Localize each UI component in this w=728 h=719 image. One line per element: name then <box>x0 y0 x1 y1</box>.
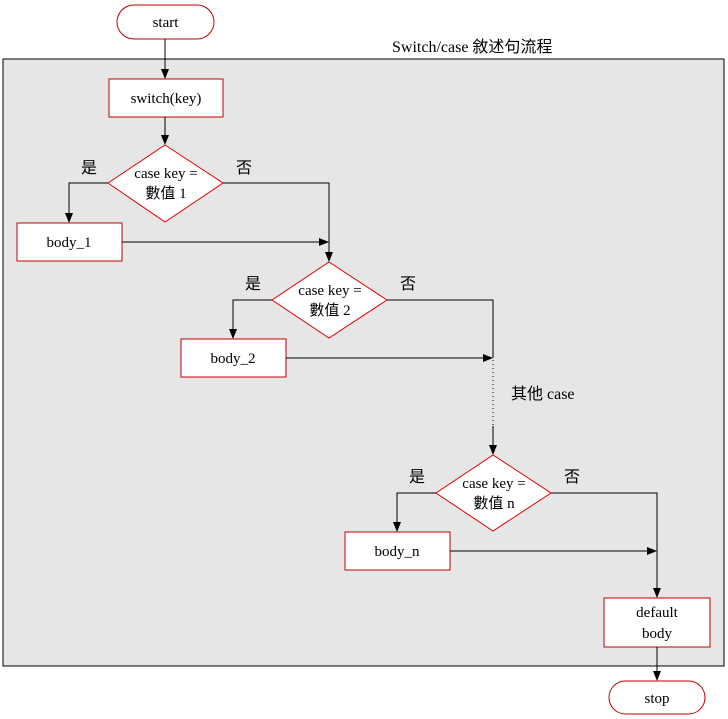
default-body-box <box>603 597 711 648</box>
yes-branch-1 <box>65 182 108 223</box>
body-n-label: body_n <box>375 544 421 560</box>
no-branch-n <box>551 492 661 598</box>
no-label-n: 否 <box>564 469 580 486</box>
decision-1 <box>107 144 224 223</box>
decision-1-line2: 數值 1 <box>145 185 186 202</box>
no-branch-1 <box>223 182 333 262</box>
decision-2-line1: case key = <box>298 283 361 299</box>
body-1-box <box>16 222 123 262</box>
start-label: start <box>153 15 180 31</box>
switch-label: switch(key) <box>131 91 202 107</box>
default-line1: default <box>636 605 678 621</box>
body-2-box <box>180 338 287 378</box>
default-line2: body <box>642 626 673 642</box>
decision-n-line2: 數值 n <box>473 495 515 512</box>
decision-n-line1: case key = <box>462 476 525 492</box>
body-2-label: body_2 <box>211 351 256 367</box>
yes-branch-n <box>393 492 436 532</box>
stop-label: stop <box>644 691 669 707</box>
yes-label-1: 是 <box>81 160 97 177</box>
yes-branch-2 <box>229 299 272 339</box>
body-n-box <box>344 531 451 571</box>
body-1-label: body_1 <box>47 235 92 251</box>
no-label-1: 否 <box>236 160 252 177</box>
decision-2 <box>271 261 388 339</box>
decision-2-line2: 數值 2 <box>309 302 350 319</box>
no-label-2: 否 <box>400 276 416 293</box>
yes-label-2: 是 <box>245 276 261 293</box>
no-branch-2 <box>387 299 494 358</box>
decision-1-line1: case key = <box>134 166 197 182</box>
diagram-title: Switch/case 敘述句流程 <box>392 38 552 56</box>
yes-label-n: 是 <box>409 469 425 486</box>
switch-panel <box>2 58 725 667</box>
switch-box <box>108 78 224 118</box>
decision-n <box>435 454 552 532</box>
other-cases-label: 其他 case <box>511 385 575 403</box>
stop-terminator <box>608 680 706 715</box>
